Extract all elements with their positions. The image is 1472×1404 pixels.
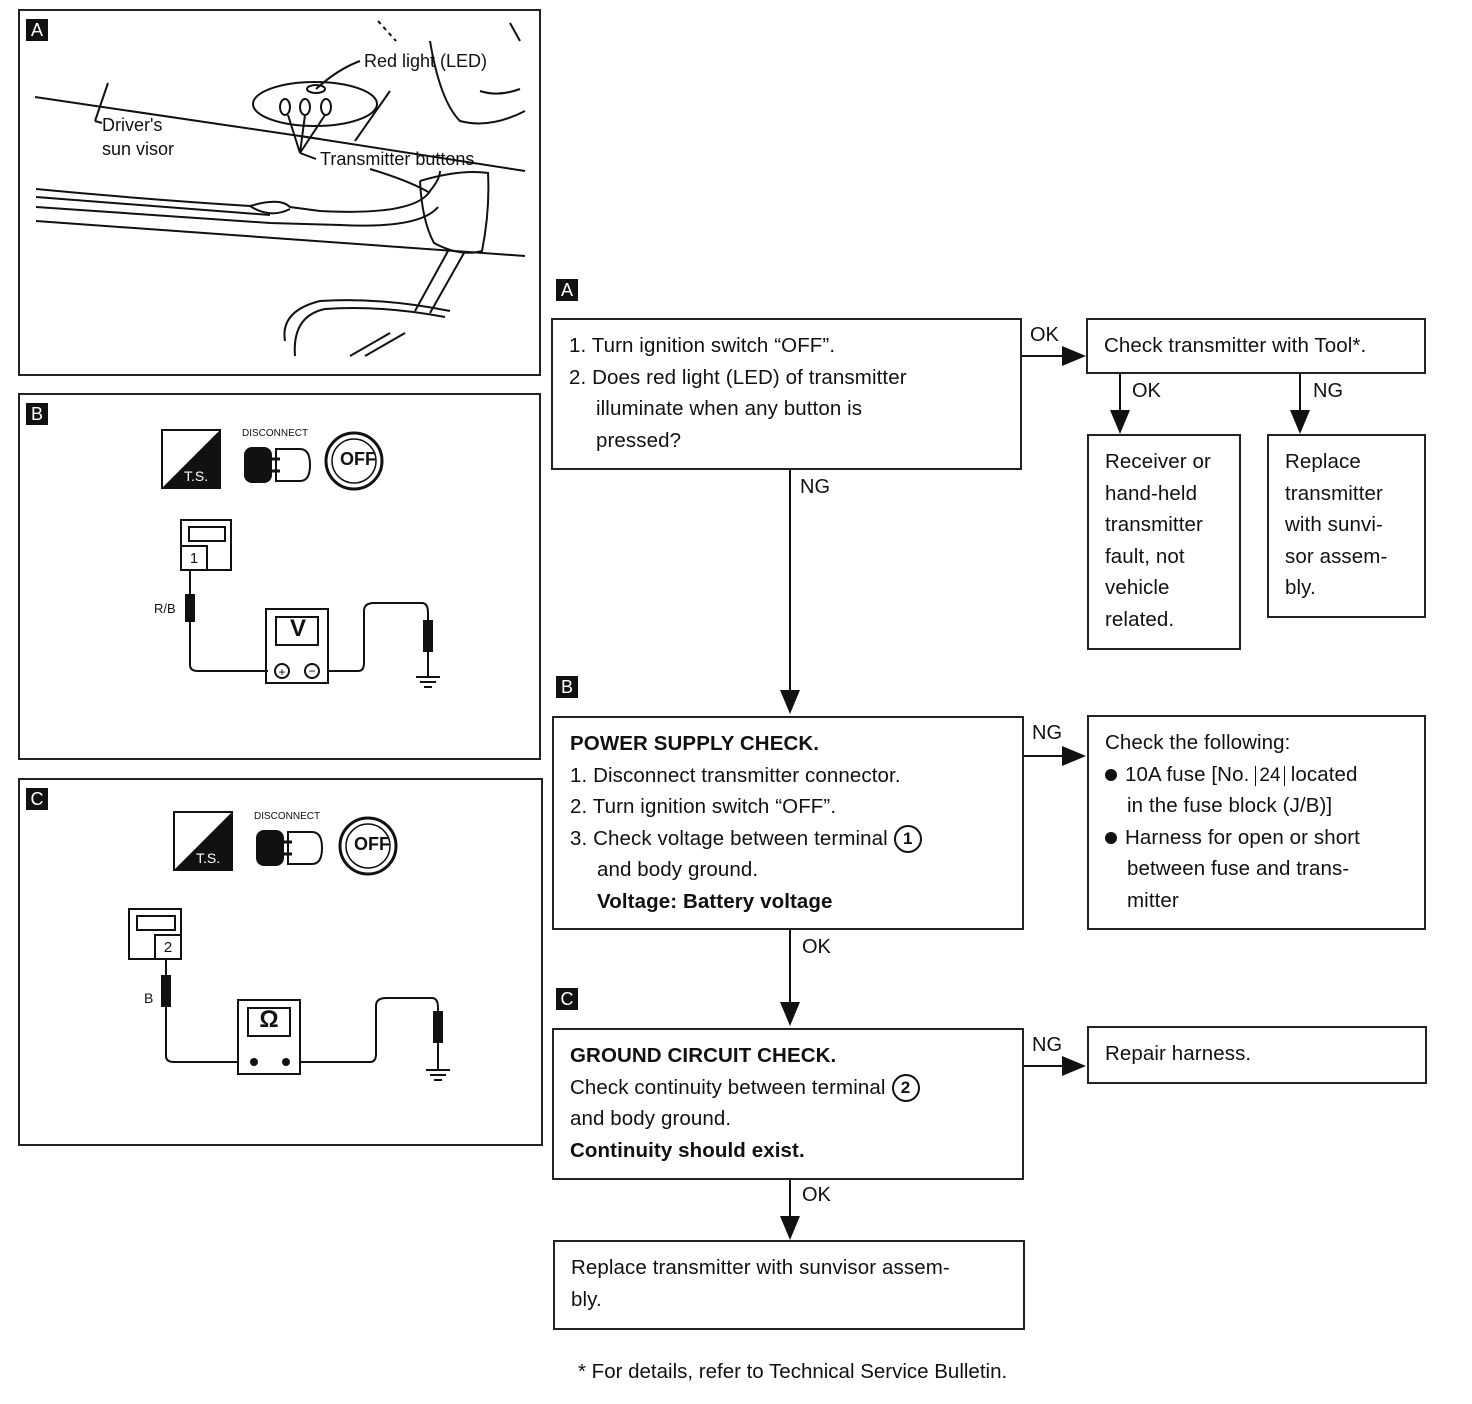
wire-color-b: B bbox=[144, 990, 154, 1006]
test-switch-icon: T.S. bbox=[161, 429, 221, 489]
replace-transmitter-box: Replace transmitter with sunvi- sor asse… bbox=[1267, 434, 1426, 618]
bullet-icon bbox=[1105, 832, 1117, 845]
figure-b-panel: B T.S. DISCONNECT OFF 1 bbox=[18, 393, 541, 760]
step-a-box: 1. Turn ignition switch “OFF”. 2. Does r… bbox=[551, 318, 1022, 470]
check-tool-box: Check transmitter with Tool*. bbox=[1086, 318, 1426, 374]
transmitter-buttons-label: Transmitter buttons bbox=[320, 149, 475, 169]
test-switch-icon: T.S. bbox=[173, 811, 233, 871]
disconnect-connector-icon bbox=[254, 824, 326, 872]
tool-ng-label: NG bbox=[1313, 380, 1343, 402]
step-c-tag: C bbox=[556, 988, 578, 1010]
step-b-tag: B bbox=[556, 676, 578, 698]
disconnect-label: DISCONNECT bbox=[242, 428, 309, 439]
voltage-circuit: + − bbox=[185, 569, 440, 688]
bullet-icon bbox=[1105, 769, 1117, 782]
continuity-circuit bbox=[161, 958, 450, 1081]
replace-final-box: Replace transmitter with sunvisor assem-… bbox=[553, 1240, 1025, 1330]
svg-text:−: − bbox=[308, 664, 315, 678]
terminal-1-marker: 1 bbox=[893, 825, 922, 854]
step-b-ok-label: OK bbox=[802, 936, 831, 958]
visor-label-line-1: Driver's bbox=[102, 115, 163, 135]
step-c-ok-label: OK bbox=[802, 1184, 831, 1206]
voltmeter-symbol: V bbox=[289, 615, 306, 642]
disconnect-connector-icon bbox=[242, 441, 314, 489]
fuse-number-badge: 24 bbox=[1255, 765, 1285, 786]
terminal-2-marker: 2 bbox=[891, 1074, 920, 1103]
ground-circuit-check-box: GROUND CIRCUIT CHECK. Check continuity b… bbox=[552, 1028, 1024, 1180]
ignition-off-icon: OFF bbox=[324, 429, 388, 493]
sun-visor-illustration bbox=[34, 20, 526, 357]
red-light-label: Red light (LED) bbox=[364, 51, 488, 71]
tool-ok-label: OK bbox=[1132, 380, 1161, 402]
disconnect-label: DISCONNECT bbox=[254, 811, 321, 822]
ohmmeter-symbol: Ω bbox=[259, 1006, 279, 1033]
footnote: * For details, refer to Technical Servic… bbox=[578, 1360, 1008, 1383]
connector-terminal-2: 2 bbox=[128, 908, 182, 960]
figure-a-tag: A bbox=[26, 19, 48, 41]
step-c-ng-label: NG bbox=[1032, 1034, 1062, 1056]
step-a-ng-label: NG bbox=[800, 476, 830, 498]
svg-text:+: + bbox=[278, 665, 285, 679]
figure-c-panel: C T.S. DISCONNECT OFF 2 Ω B bbox=[18, 778, 543, 1146]
visor-label-line-2: sun visor bbox=[102, 139, 175, 159]
step-a-ok-label: OK bbox=[1030, 324, 1059, 346]
figure-a-panel: A bbox=[18, 9, 541, 376]
receiver-fault-box: Receiver or hand-held transmitter fault,… bbox=[1087, 434, 1241, 650]
figure-b-tag: B bbox=[26, 403, 48, 425]
wire-color-rb: R/B bbox=[154, 601, 176, 616]
connector-terminal-1: 1 bbox=[180, 519, 232, 571]
repair-harness-box: Repair harness. bbox=[1087, 1026, 1427, 1084]
step-b-ng-label: NG bbox=[1032, 722, 1062, 744]
power-supply-check-box: POWER SUPPLY CHECK. 1. Disconnect transm… bbox=[552, 716, 1024, 930]
step-a-tag: A bbox=[556, 279, 578, 301]
figure-c-tag: C bbox=[26, 788, 48, 810]
ignition-off-icon: OFF bbox=[338, 814, 402, 878]
